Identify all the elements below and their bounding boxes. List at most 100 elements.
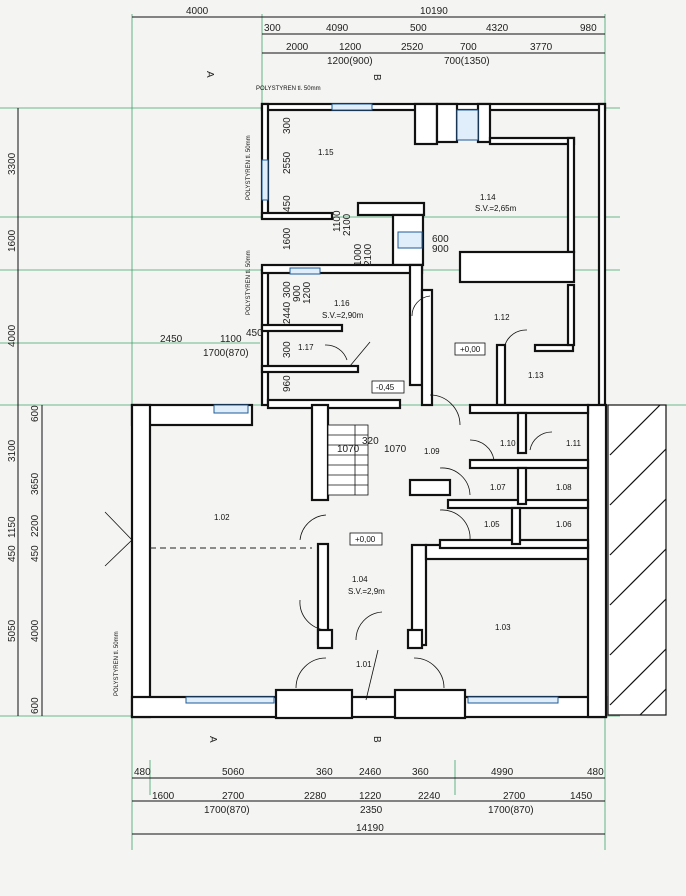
dim-900b: 900 <box>292 285 303 302</box>
top-dimensions: 4000 10190 300 4090 500 4320 980 2000 12… <box>132 6 605 67</box>
dim-bottom-2700b: 2700 <box>503 791 526 802</box>
dim-1100: 1100 <box>332 210 343 232</box>
wall-pillar-a <box>435 102 459 144</box>
room-1-10: 1.10 <box>500 439 516 448</box>
dim-300c: 300 <box>282 341 293 358</box>
dim-bottom-total-14190: 14190 <box>356 823 384 834</box>
room-1-14-height: S.V.=2,65m <box>475 204 517 213</box>
bottom-dimensions: 480 5060 360 2460 360 4990 480 1600 2700… <box>132 767 605 835</box>
dim-1600: 1600 <box>282 227 293 250</box>
section-b-top: B <box>371 74 382 81</box>
room-1-09: 1.09 <box>424 447 440 456</box>
section-markers-top: A B <box>204 71 382 81</box>
wall-110-bottom <box>468 458 590 470</box>
dim-960: 960 <box>282 375 293 392</box>
wall-114-right-inner <box>566 136 576 254</box>
dim-300b: 300 <box>282 281 293 298</box>
section-b-bottom: B <box>371 736 382 743</box>
inner-dimensions: 300 2550 450 1100 2100 1600 1000 2100 60… <box>160 117 449 455</box>
insulation-top: POLYSTYREN tl. 50mm <box>256 86 321 92</box>
dim-1700-870: 1700(870) <box>203 348 249 359</box>
dim-top-2000: 2000 <box>286 42 309 53</box>
wall-south-right <box>586 403 608 719</box>
section-a-bottom: A <box>207 736 218 743</box>
wall-entry-right <box>393 688 467 720</box>
room-1-14: 1.14 <box>480 193 496 202</box>
room-1-04: 1.04 <box>352 575 368 584</box>
wall-113-right <box>566 283 576 347</box>
dim-top-700-1350: 700(1350) <box>444 56 490 67</box>
dim-bottom-480b: 480 <box>587 767 604 778</box>
building-walls <box>130 102 608 720</box>
section-a-top: A <box>204 71 215 78</box>
dim-top-980: 980 <box>580 23 597 34</box>
wall-core-a <box>356 201 426 217</box>
dim-left-600a: 600 <box>30 405 41 422</box>
dim-top-3770: 3770 <box>530 42 553 53</box>
wall-south-left <box>130 403 152 719</box>
wall-cells-div1 <box>516 411 528 455</box>
dim-bottom-5060: 5060 <box>222 767 245 778</box>
left-dimensions: 3300 1600 4000 3100 3650 1150 450 5050 6… <box>7 108 43 716</box>
wall-left-mid <box>260 268 270 407</box>
dim-top-4000: 4000 <box>186 6 209 17</box>
dim-bottom-1600: 1600 <box>152 791 175 802</box>
dim-left-3100: 3100 <box>7 439 18 462</box>
dim-1100b: 1100 <box>220 334 242 345</box>
dim-left-2200: 2200 <box>30 514 41 537</box>
dim-top-10190: 10190 <box>420 6 448 17</box>
dim-top-500: 500 <box>410 23 427 34</box>
dim-bottom-1220: 1220 <box>359 791 382 802</box>
window-south-b2 <box>467 696 559 704</box>
room-1-16-height: S.V.=2,90m <box>322 311 364 320</box>
dim-bottom-360a: 360 <box>316 767 333 778</box>
dim-450: 450 <box>282 195 293 212</box>
insulation-labels: POLYSTYREN tl. 50mm POLYSTYREN tl. 50mm … <box>114 86 321 696</box>
insulation-bottom: POLYSTYREN tl. 50mm <box>114 631 120 696</box>
dim-top-1200: 1200 <box>339 42 362 53</box>
dim-320: 320 <box>362 436 379 447</box>
room-1-06: 1.06 <box>556 520 572 529</box>
dim-450b: 450 <box>246 328 263 339</box>
room-1-05: 1.05 <box>484 520 500 529</box>
dim-bottom-2280: 2280 <box>304 791 327 802</box>
room-1-16: 1.16 <box>334 299 350 308</box>
dim-top-2520: 2520 <box>401 42 424 53</box>
wall-102-right <box>310 403 330 502</box>
level-minus-0-45: -0,45 <box>376 383 395 392</box>
level-0-00-a: +0,00 <box>460 345 481 354</box>
room-1-17: 1.17 <box>298 343 314 352</box>
level-box-a <box>454 342 486 356</box>
dim-1070a: 1070 <box>337 444 360 455</box>
dim-left-4000b: 4000 <box>30 619 41 642</box>
room-1-11: 1.11 <box>566 439 582 448</box>
room-1-12: 1.12 <box>494 313 510 322</box>
room-1-08: 1.08 <box>556 483 572 492</box>
insulation-left-1: POLYSTYREN tl. 50mm <box>246 135 252 200</box>
wall-114-bottom <box>458 250 576 284</box>
wall-113-top <box>533 343 575 353</box>
window-core-1 <box>397 231 423 249</box>
wall-115-bottom <box>260 211 334 221</box>
dim-bottom-2240: 2240 <box>418 791 441 802</box>
dim-left-1600: 1600 <box>7 229 18 252</box>
room-1-04-height: S.V.=2,9m <box>348 587 385 596</box>
dim-bottom-480a: 480 <box>134 767 151 778</box>
wall-114-inner <box>488 136 576 146</box>
wall-cells-div2 <box>516 466 528 506</box>
wall-112-left <box>495 343 507 407</box>
room-1-03: 1.03 <box>495 623 511 632</box>
room-1-01: 1.01 <box>356 660 372 669</box>
room-1-02: 1.02 <box>214 513 230 522</box>
room-1-15: 1.15 <box>318 148 334 157</box>
dim-left-450: 450 <box>30 545 41 562</box>
level-box-c <box>349 532 383 546</box>
wall-101-right <box>406 628 424 650</box>
dim-top-1200-900: 1200(900) <box>327 56 373 67</box>
level-box-b <box>371 380 405 394</box>
dim-left-5050: 5050 <box>7 619 18 642</box>
dim-2450: 2450 <box>160 334 183 345</box>
section-markers-bottom: A B <box>207 736 382 743</box>
dim-left-450b: 450 <box>7 545 18 562</box>
dim-bottom-2700a: 2700 <box>222 791 245 802</box>
